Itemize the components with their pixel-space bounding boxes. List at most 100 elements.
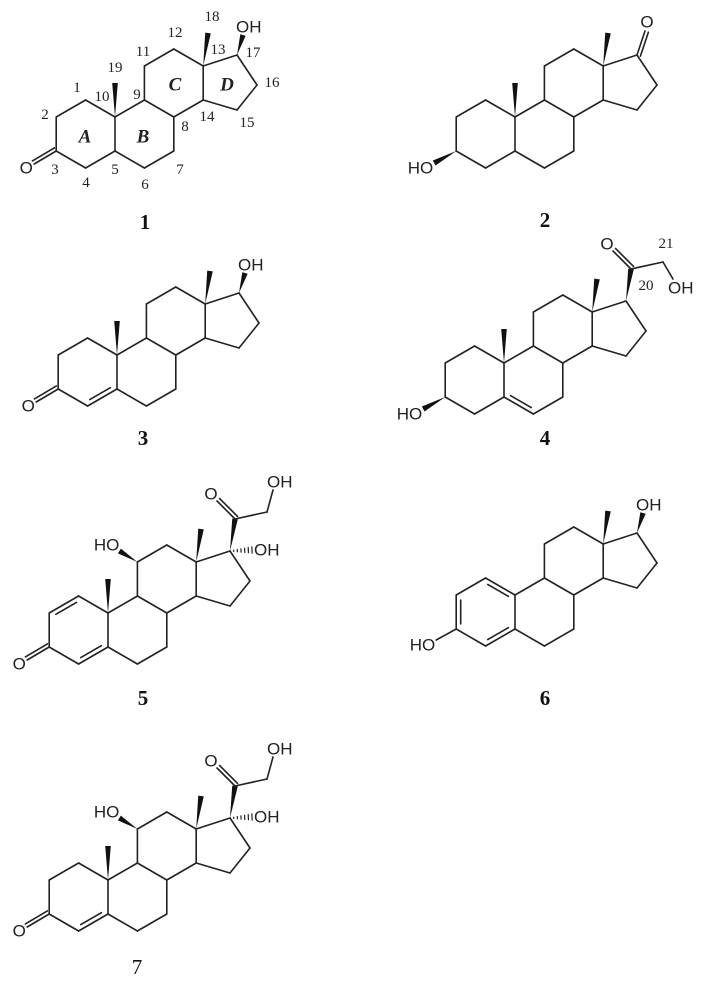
- ring-bond: [636, 54, 658, 86]
- methyl-19-wedge: [105, 579, 111, 613]
- atom-number-10: 10: [95, 89, 110, 105]
- ring-bond: [84, 99, 116, 118]
- c20-carbonyl-bond: [614, 247, 635, 268]
- c11-hydroxyl-label: HO: [94, 536, 120, 555]
- double-bond-inner: [486, 583, 510, 598]
- c17-hydroxyl-label: OH: [236, 18, 262, 37]
- ring-bond: [202, 54, 238, 67]
- ring-bond: [514, 628, 546, 647]
- atom-number-17: 17: [246, 45, 262, 61]
- ring-bond: [48, 862, 80, 881]
- ring-bond: [136, 862, 168, 881]
- double-bond-inner: [486, 626, 510, 641]
- methyl-18-wedge: [603, 32, 611, 66]
- c17-oxygen-label: O: [640, 13, 653, 32]
- ring-bond: [229, 817, 251, 849]
- atom-number-7: 7: [176, 162, 184, 178]
- ring-label-b: B: [136, 127, 150, 148]
- ring-bond: [57, 388, 89, 407]
- ring-bond: [229, 550, 251, 582]
- methyl-18-wedge: [196, 528, 204, 562]
- compound-number-label: 2: [540, 208, 551, 232]
- c3-carbonyl-bond: [26, 913, 51, 928]
- ring-bond: [145, 286, 177, 305]
- ring-bond: [55, 150, 87, 169]
- c3-hydroxyl-label: HO: [410, 636, 436, 655]
- c3-carbonyl-bond: [35, 388, 60, 403]
- ring-bond: [166, 862, 197, 881]
- ring-bond: [238, 322, 260, 349]
- c20-oxygen-label: O: [204, 485, 217, 504]
- c3-oxygen-label: O: [22, 397, 35, 416]
- ring-bond: [543, 99, 575, 118]
- ring-bond: [236, 54, 258, 86]
- c20-carbonyl-bond: [216, 767, 236, 787]
- ring-bond: [514, 577, 546, 596]
- double-bond-inner: [509, 394, 533, 409]
- c3-oxygen-label: O: [20, 159, 33, 178]
- ring-bond: [543, 526, 575, 545]
- ring-bond: [136, 595, 168, 614]
- ring-bond: [484, 628, 516, 647]
- methyl-18-wedge: [205, 270, 213, 304]
- double-bond-inner: [55, 601, 78, 616]
- methyl-18-wedge: [603, 510, 611, 544]
- c21-hydroxyl-label: OH: [668, 279, 694, 298]
- atom-number-1: 1: [73, 80, 81, 96]
- ring-bond: [455, 628, 487, 647]
- c17-hydroxyl-label: OH: [636, 496, 662, 515]
- atom-number-8: 8: [181, 119, 189, 135]
- c17-alpha-hydroxyl-hash: [233, 813, 253, 821]
- c20-carbonyl-bond: [612, 250, 632, 270]
- ring-bond: [455, 99, 487, 118]
- ring-bond: [143, 48, 175, 67]
- ring-bond: [532, 294, 564, 313]
- ring-bond: [116, 388, 148, 407]
- ring-bond: [572, 48, 605, 67]
- atom-number-19: 19: [108, 60, 123, 76]
- c17-alpha-hydroxyl-hash: [233, 546, 253, 554]
- ring-bond: [543, 577, 575, 596]
- ring-bond: [484, 577, 516, 596]
- atom-number-13: 13: [211, 42, 226, 58]
- ring-bond: [195, 550, 231, 563]
- ring-bond: [561, 294, 594, 313]
- ring-label-d: D: [219, 75, 234, 96]
- ring-bond: [204, 337, 240, 349]
- methyl-19-wedge: [112, 83, 118, 117]
- ring-bond: [175, 286, 206, 305]
- c20-carbonyl-bond: [218, 497, 239, 518]
- ring-bond: [48, 595, 80, 614]
- ring-bond: [143, 150, 175, 169]
- c3-carbonyl-bond: [31, 147, 56, 162]
- methyl-19-wedge: [114, 321, 120, 355]
- c17-side-chain-wedge: [230, 785, 238, 818]
- c17-carbonyl-bond: [636, 30, 646, 56]
- c17-hydroxyl-label: OH: [238, 256, 264, 275]
- ring-bond: [55, 99, 87, 118]
- ring-bond: [503, 345, 535, 364]
- c11-hydroxyl-wedge: [117, 548, 138, 562]
- ring-bond: [114, 99, 146, 118]
- ring-bond: [86, 388, 118, 407]
- ring-bond: [543, 628, 575, 647]
- atom-number-3: 3: [51, 162, 59, 178]
- ring-bond: [229, 847, 251, 874]
- compound-number-label: 4: [540, 426, 551, 450]
- c3-hydroxyl-bond: [435, 628, 458, 641]
- c17-hydroxyl-wedge: [237, 34, 246, 55]
- atom-number-21: 21: [659, 236, 674, 252]
- atom-number-4: 4: [82, 175, 90, 191]
- c21-hydroxyl-bond: [662, 261, 674, 280]
- c3-carbonyl-bond: [24, 910, 49, 925]
- compound-number-label: 3: [138, 426, 149, 450]
- ring-bond: [116, 337, 148, 356]
- ring-bond: [107, 862, 139, 881]
- ring-bond: [166, 595, 197, 614]
- atom-number-16: 16: [265, 75, 281, 91]
- c20-oxygen-label: O: [600, 235, 613, 254]
